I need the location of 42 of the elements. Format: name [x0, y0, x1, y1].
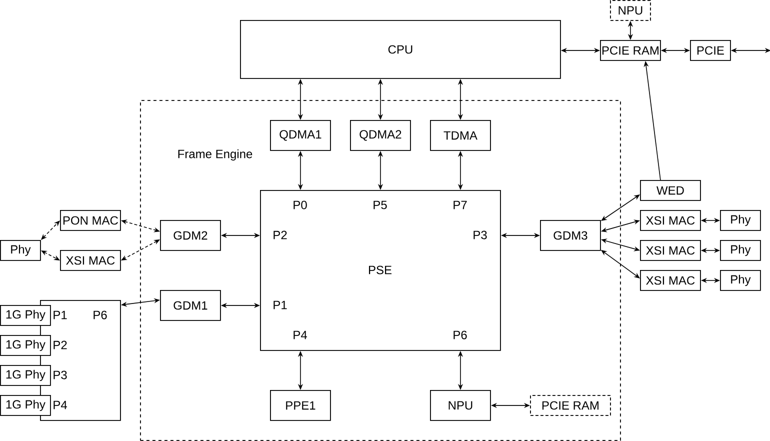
block-box: 1G Phy [0, 305, 51, 326]
port-label: P3 [54, 370, 67, 380]
block-box: PCIE RAM [530, 395, 611, 416]
block-box: PPE1 [270, 390, 331, 421]
port-label: P0 [294, 200, 307, 210]
block-box: XSI MAC [640, 270, 701, 291]
block-box: PCIE [690, 40, 731, 61]
port-label: PSE [369, 266, 392, 274]
port-label: P7 [454, 200, 467, 210]
port-label: P1 [274, 300, 287, 310]
block-box: TDMA [430, 120, 491, 151]
block-box: GDM1 [160, 290, 221, 321]
block-box: CPU [240, 20, 561, 79]
block-box: Phy [720, 270, 761, 291]
block-box: Phy [720, 210, 761, 231]
block-box: 1G Phy [0, 395, 51, 416]
port-label: P1 [54, 310, 67, 320]
port-label: P6 [94, 310, 107, 320]
block-box: Phy [0, 240, 41, 261]
block-box: PON MAC [60, 210, 121, 231]
port-label: P4 [54, 400, 67, 410]
port-label: P2 [274, 230, 287, 240]
block-box: PCIE RAM [600, 40, 661, 61]
port-label: P4 [294, 330, 307, 340]
block-box: NPU [430, 390, 491, 421]
block-box: NPU [610, 0, 651, 21]
port-label: P2 [54, 340, 67, 350]
port-label: P6 [454, 330, 467, 340]
block-box: 1G Phy [0, 335, 51, 356]
block-box: XSI MAC [640, 210, 701, 231]
region-label: Frame Engine [178, 149, 252, 161]
block-box: QDMA1 [270, 120, 331, 151]
block-box: XSI MAC [640, 240, 701, 261]
block-box: GDM2 [160, 220, 221, 251]
block-box: QDMA2 [350, 120, 411, 151]
block-box: GDM3 [540, 220, 601, 251]
block-box: WED [640, 180, 701, 201]
block-box: 1G Phy [0, 365, 51, 386]
block-box: Phy [720, 240, 761, 261]
port-label: P3 [474, 230, 487, 240]
port-label: P5 [374, 200, 387, 210]
block-box: XSI MAC [60, 250, 121, 271]
